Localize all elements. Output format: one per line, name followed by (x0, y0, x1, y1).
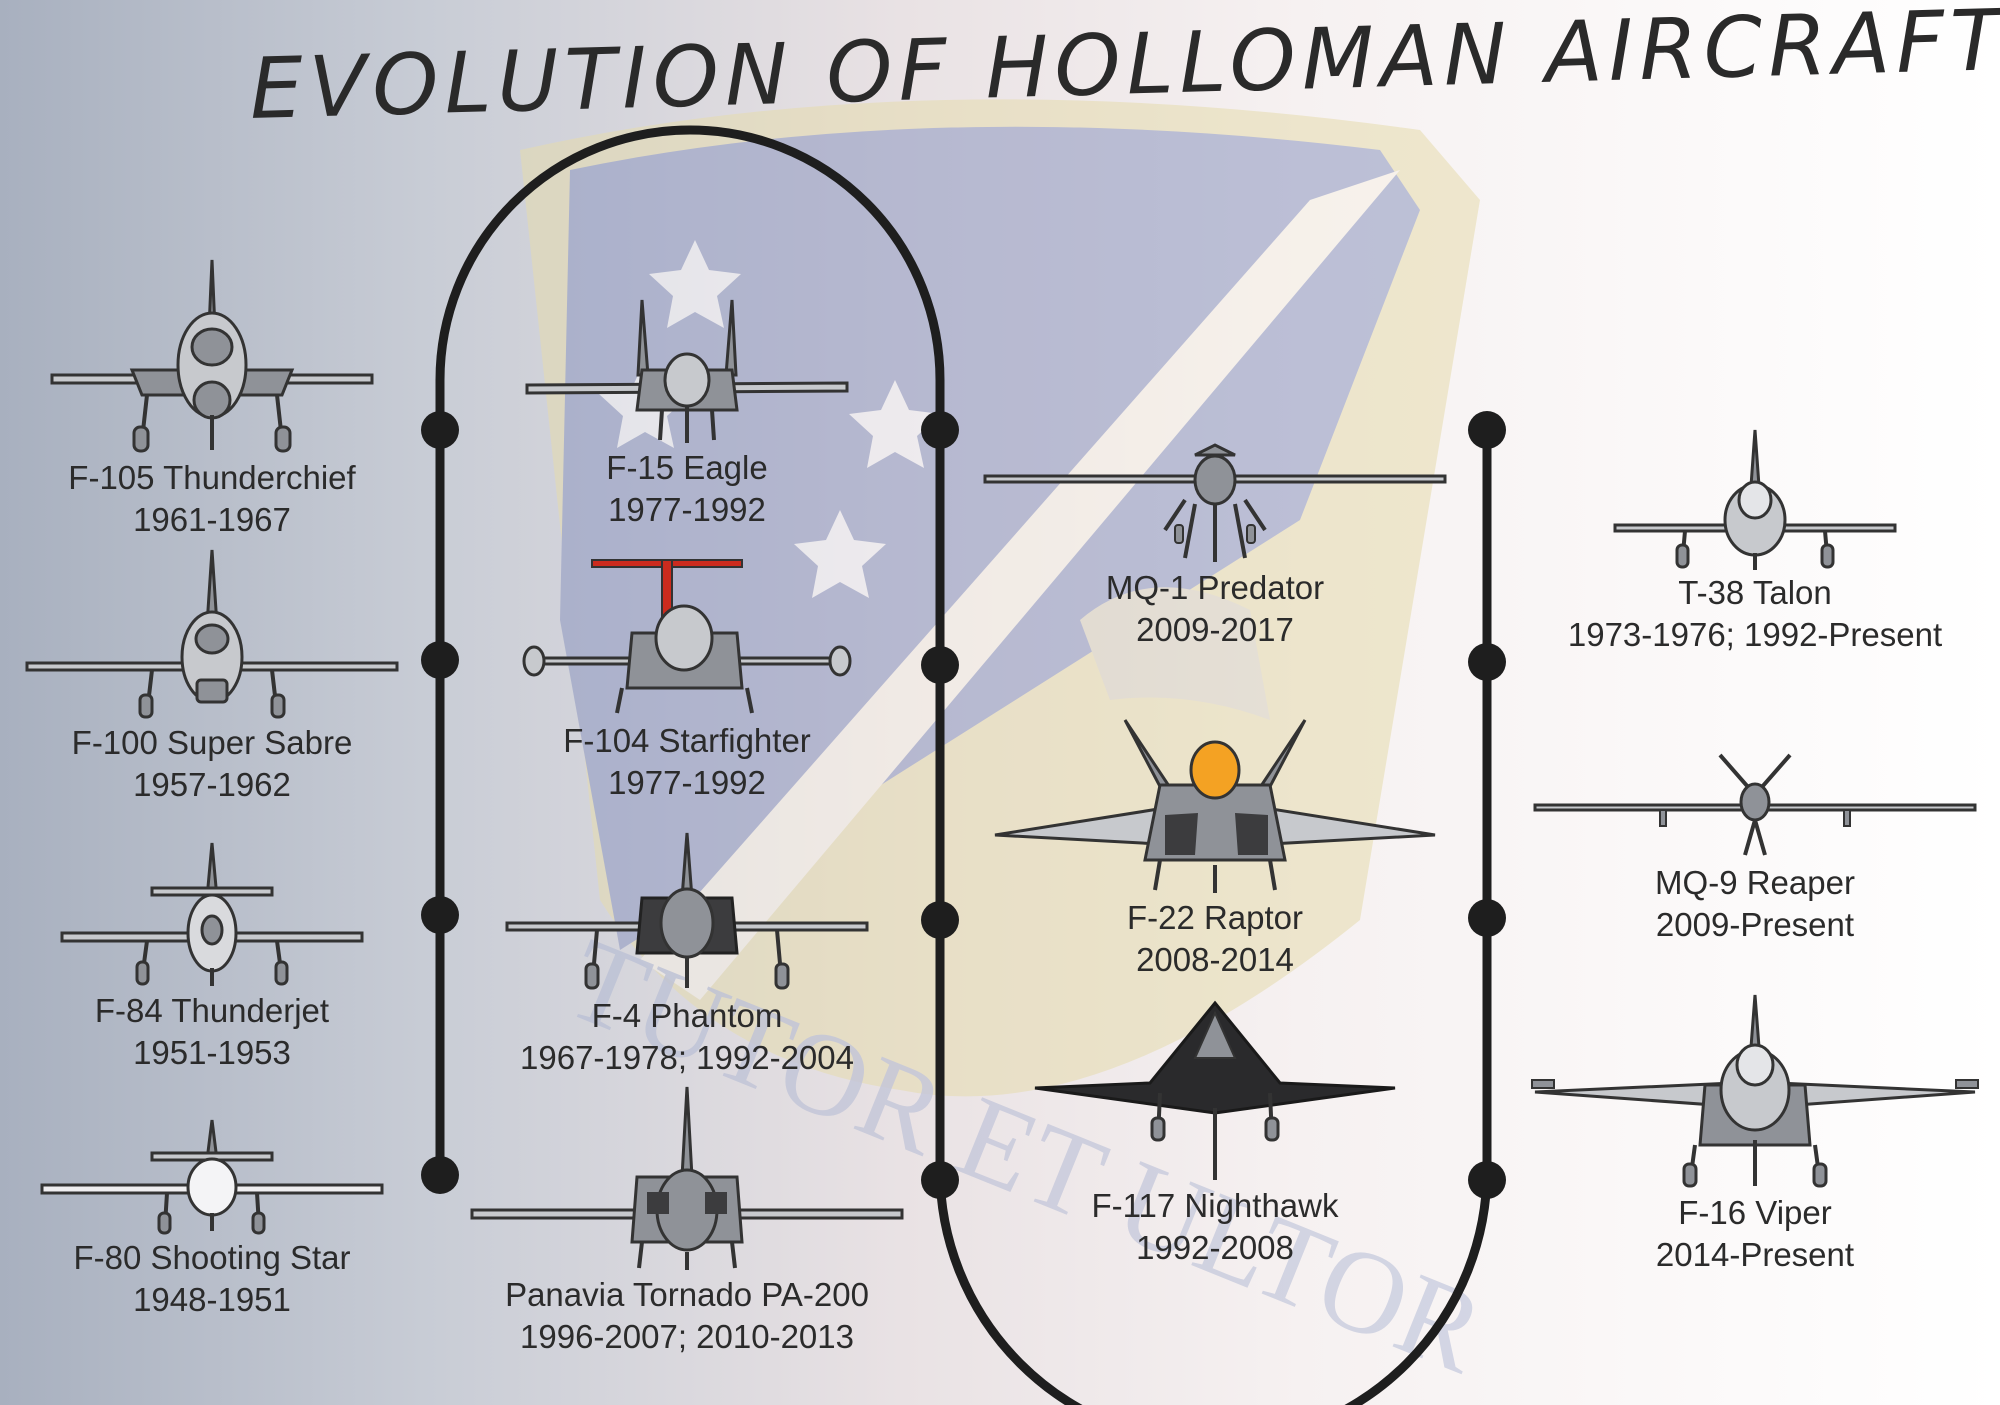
timeline-node (421, 641, 459, 679)
aircraft-card-f80: F-80 Shooting Star 1948-1951 (0, 1115, 447, 1321)
aircraft-card-f4: F-4 Phantom 1967-1978; 1992-2004 (452, 828, 922, 1079)
timeline-node (421, 411, 459, 449)
aircraft-name: F-104 Starfighter (563, 722, 811, 759)
aircraft-card-t38: T-38 Talon 1973-1976; 1992-Present (1520, 425, 1990, 656)
aircraft-years: 2008-2014 (1136, 941, 1294, 978)
aircraft-card-f16: F-16 Viper 2014-Present (1520, 990, 1990, 1276)
aircraft-years: 2009-Present (1655, 906, 1855, 943)
aircraft-years: 1977-1992 (608, 764, 766, 801)
aircraft-card-f15: F-15 Eagle 1977-1992 (452, 295, 922, 531)
aircraft-name: F-22 Raptor (1126, 899, 1304, 936)
aircraft-years: 1957-1962 (133, 766, 291, 803)
timeline-node (1468, 899, 1506, 937)
mq1-predator-icon (983, 443, 1447, 562)
f22-raptor-icon (994, 719, 1436, 893)
aircraft-name: T-38 Talon (1678, 574, 1832, 611)
timeline-node (1468, 411, 1506, 449)
aircraft-years: 1967-1978; 1992-2004 (520, 1039, 854, 1076)
timeline-node (921, 901, 959, 939)
aircraft-name: F-4 Phantom (591, 997, 783, 1034)
f117-nighthawk-icon (1034, 1000, 1396, 1180)
f105-thunderchief-icon (50, 259, 374, 453)
t38-talon-icon (1613, 429, 1897, 570)
aircraft-years: 1961-1967 (133, 501, 291, 538)
f80-shooting-star-icon (40, 1119, 384, 1235)
timeline-node (421, 896, 459, 934)
aircraft-years: 2014-Present (1655, 1236, 1855, 1273)
aircraft-name: MQ-1 Predator (1105, 569, 1325, 606)
aircraft-name: F-15 Eagle (606, 449, 768, 486)
aircraft-years: 1977-1992 (608, 491, 766, 528)
timeline-node (1468, 643, 1506, 681)
timeline-node (1468, 1161, 1506, 1199)
aircraft-name: MQ-9 Reaper (1655, 864, 1855, 901)
aircraft-years: 1948-1951 (133, 1281, 291, 1318)
aircraft-card-mq9: MQ-9 Reaper 2009-Present (1520, 740, 1990, 946)
aircraft-card-mq1: MQ-1 Predator 2009-2017 (980, 440, 1450, 651)
aircraft-name: F-105 Thunderchief (68, 459, 356, 496)
aircraft-card-f84: F-84 Thunderjet 1951-1953 (0, 838, 447, 1074)
timeline-node (421, 1156, 459, 1194)
timeline-upper-arc (435, 125, 945, 430)
f16-viper-icon (1531, 994, 1979, 1188)
timeline-node (921, 646, 959, 684)
aircraft-years: 1973-1976; 1992-Present (1567, 616, 1943, 653)
aircraft-card-tornado: Panavia Tornado PA-200 1996-2007; 2010-2… (452, 1082, 922, 1358)
tornado-icon (470, 1086, 904, 1270)
f4-phantom-icon (505, 832, 869, 990)
aircraft-name: F-84 Thunderjet (94, 992, 330, 1029)
aircraft-years: 1951-1953 (133, 1034, 291, 1071)
aircraft-card-f117: F-117 Nighthawk 1992-2008 (980, 998, 1450, 1269)
f84-thunderjet-icon (60, 842, 364, 986)
aircraft-card-f104: F-104 Starfighter 1977-1992 (452, 558, 922, 804)
aircraft-name: Panavia Tornado PA-200 (505, 1276, 869, 1313)
aircraft-name: F-16 Viper (1678, 1194, 1832, 1231)
aircraft-card-f100: F-100 Super Sabre 1957-1962 (0, 545, 447, 806)
f100-super-sabre-icon (25, 549, 399, 719)
aircraft-years: 1996-2007; 2010-2013 (520, 1318, 854, 1355)
aircraft-years: 1992-2008 (1136, 1229, 1294, 1266)
aircraft-name: F-117 Nighthawk (1091, 1187, 1339, 1224)
timeline-lower-arc (935, 430, 1492, 1405)
aircraft-name: F-100 Super Sabre (71, 724, 353, 761)
aircraft-name: F-80 Shooting Star (73, 1239, 351, 1276)
f104-starfighter-icon (522, 559, 852, 714)
timeline-node (921, 1161, 959, 1199)
timeline-node (921, 411, 959, 449)
mq9-reaper-icon (1533, 753, 1977, 856)
aircraft-card-f105: F-105 Thunderchief 1961-1967 (0, 255, 447, 541)
aircraft-card-f22: F-22 Raptor 2008-2014 (980, 715, 1450, 981)
f15-eagle-icon (525, 299, 849, 443)
aircraft-years: 2009-2017 (1136, 611, 1294, 648)
